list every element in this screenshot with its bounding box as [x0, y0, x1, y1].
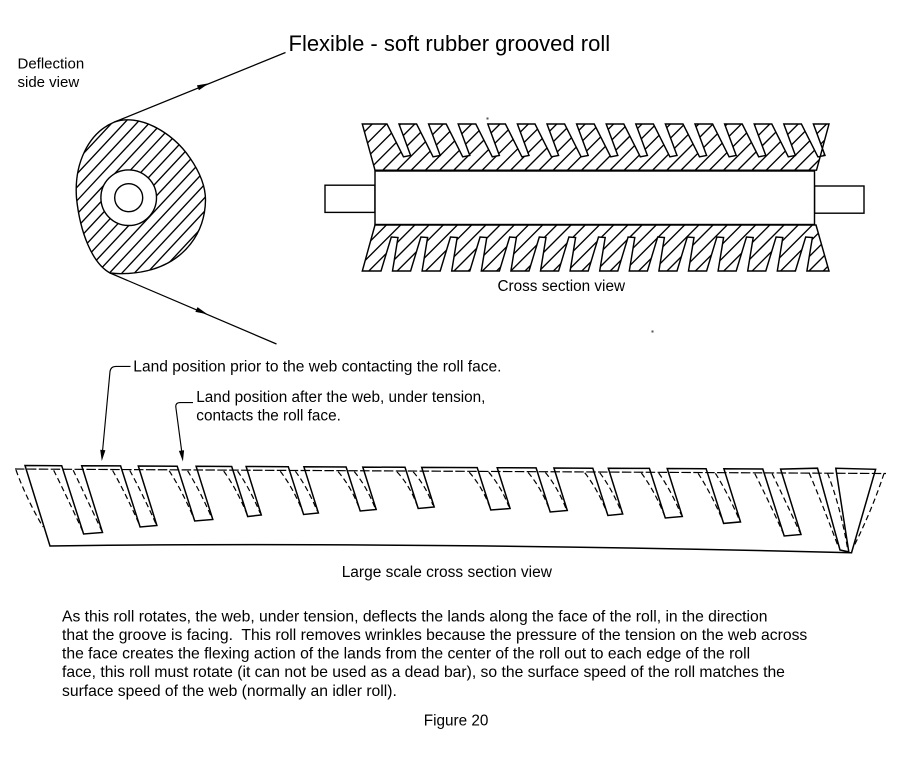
svg-text:the face creates the flexing a: the face creates the flexing action of t… — [62, 646, 750, 663]
svg-text:side view: side view — [18, 74, 80, 91]
svg-text:contacts the roll face.: contacts the roll face. — [196, 407, 341, 424]
svg-text:face, this roll must rotate (i: face, this roll must rotate (it can not … — [62, 664, 785, 681]
svg-text:Large scale cross section view: Large scale cross section view — [342, 564, 553, 581]
svg-text:that the groove is facing. Th: that the groove is facing. This roll rem… — [62, 627, 807, 644]
svg-text:surface speed of the web (norm: surface speed of the web (normally an id… — [62, 683, 397, 700]
svg-text:Deflection: Deflection — [18, 55, 85, 72]
svg-text:Land position after the web, u: Land position after the web, under tensi… — [196, 389, 485, 406]
svg-text:Flexible - soft rubber grooved: Flexible - soft rubber grooved roll — [289, 31, 611, 56]
svg-text:Cross section view: Cross section view — [498, 278, 626, 295]
svg-text:Land position prior to the web: Land position prior to the web contactin… — [133, 359, 501, 376]
svg-text:Figure 20: Figure 20 — [424, 713, 489, 730]
svg-text:As this roll rotates, the web,: As this roll rotates, the web, under ten… — [62, 608, 767, 625]
